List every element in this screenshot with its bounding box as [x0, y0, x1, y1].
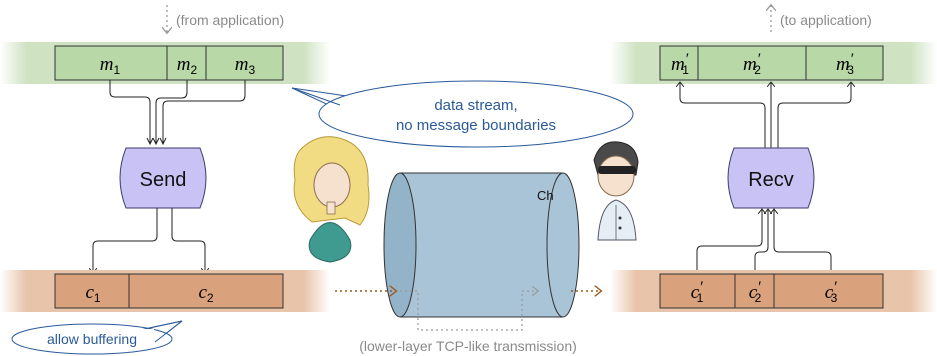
recv-to-m3-line — [777, 83, 851, 148]
recv-label: Recv — [748, 169, 794, 191]
left-message-3: m3 — [235, 54, 256, 77]
left-chunk-1: c1 — [85, 282, 100, 305]
right-chunk-2: c′2 — [749, 279, 762, 305]
right-chunk-buffer — [659, 273, 884, 309]
receiver-person-illustration — [593, 141, 639, 241]
sender-person-illustration — [293, 136, 370, 263]
right-chunk-1: c′1 — [691, 279, 704, 305]
buffering-text: allow buffering — [47, 331, 137, 347]
channel-cylinder — [383, 172, 580, 318]
send-process — [119, 147, 207, 209]
m2-to-send-line — [155, 80, 188, 143]
buffering-callout — [11, 323, 173, 355]
right-message-1: m′1 — [671, 51, 689, 77]
m1-to-send-line — [109, 80, 151, 143]
channel-label: Ch — [537, 188, 554, 203]
stream-text-line1: data stream, — [434, 97, 517, 114]
c3-to-recv-line — [774, 210, 832, 274]
left-message-1: m1 — [100, 54, 121, 77]
channel-caption: (lower-layer TCP-like transmission) — [359, 338, 577, 354]
left-message-2: m2 — [177, 54, 198, 77]
m3-to-send-line — [162, 80, 246, 143]
stream-text-line2: no message boundaries — [396, 117, 556, 134]
right-message-buffer — [659, 45, 884, 81]
c2-to-recv-line — [754, 210, 768, 274]
stream-callout — [318, 80, 634, 148]
send-label: Send — [140, 169, 187, 191]
right-message-2: m′2 — [743, 51, 761, 77]
send-to-c2-line — [171, 208, 205, 272]
recv-to-m1-line — [680, 83, 766, 148]
left-message-buffer — [54, 45, 284, 81]
right-message-3: m′3 — [836, 51, 854, 77]
left-chunk-2: c2 — [198, 282, 213, 305]
inner-transmission-path — [400, 291, 537, 331]
from-application-note: (from application) — [176, 12, 284, 28]
c1-to-recv-line — [696, 210, 762, 274]
recv-process — [727, 147, 815, 209]
left-chunk-buffer — [54, 273, 284, 309]
send-to-c1-line — [93, 208, 158, 272]
to-application-note: (to application) — [780, 12, 872, 28]
right-chunk-3: c′3 — [825, 279, 838, 305]
